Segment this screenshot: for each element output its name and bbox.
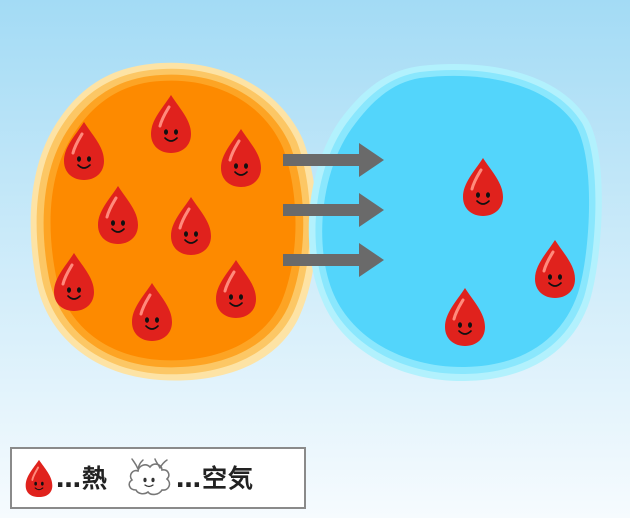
legend-air-label: …空気 <box>176 463 255 493</box>
air-cloud-icon <box>128 458 171 496</box>
heat-flow-arrows <box>283 143 384 277</box>
legend-air: …空気 <box>124 456 254 500</box>
cold-object <box>308 64 602 382</box>
legend: …熱 …空気 <box>10 447 306 509</box>
legend-heat: …熱 <box>24 458 108 498</box>
legend-heat-label: …熱 <box>56 463 109 493</box>
heat-drop-icon <box>25 459 53 498</box>
